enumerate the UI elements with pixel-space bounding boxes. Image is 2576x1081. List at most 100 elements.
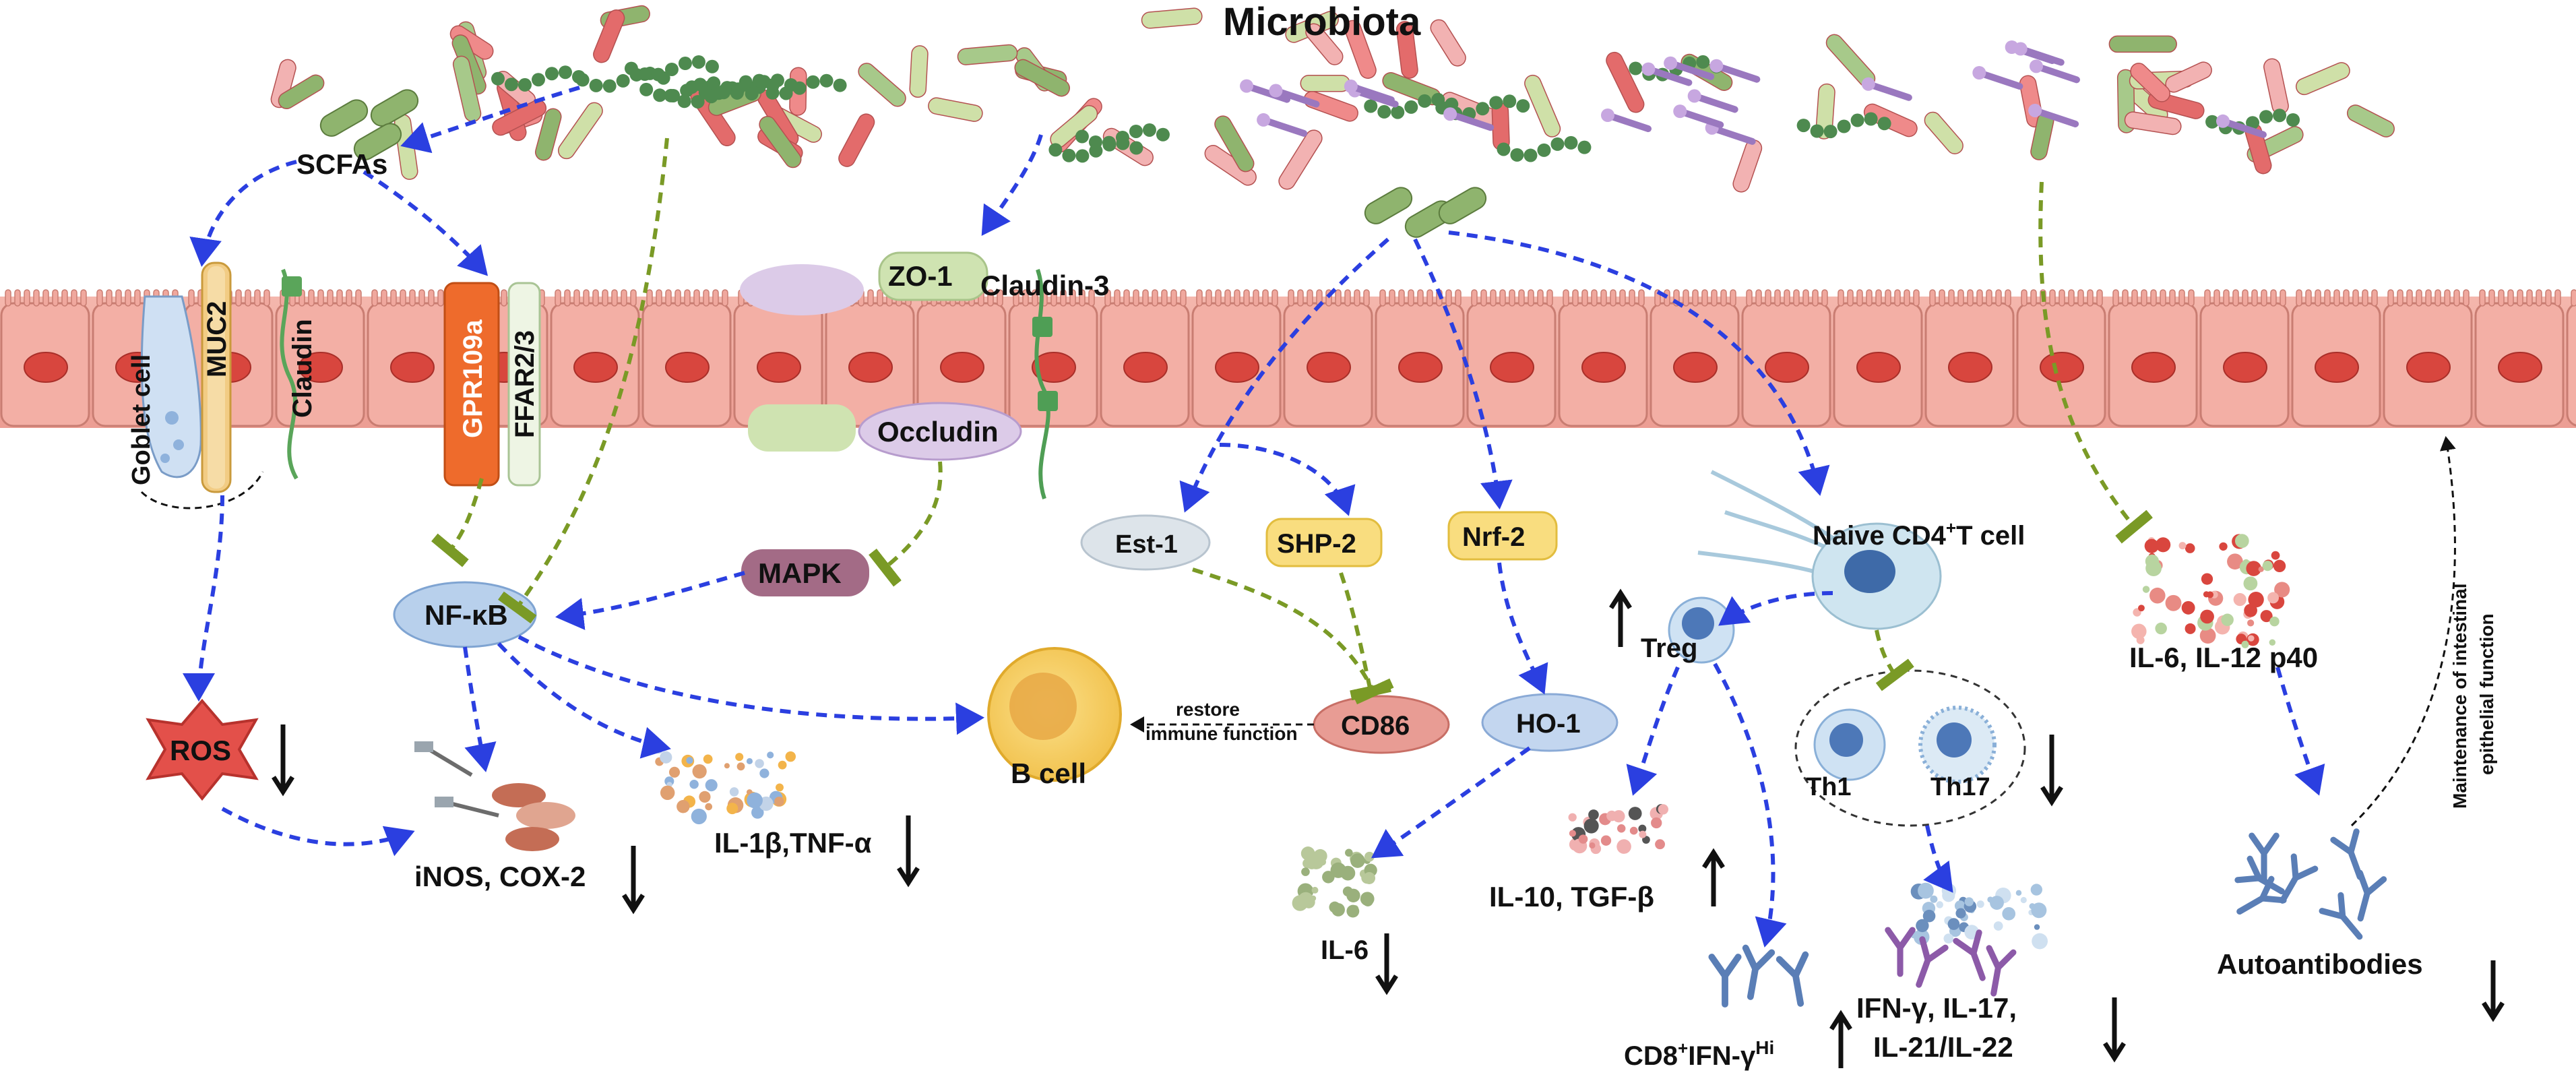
ifng-dot: [2029, 903, 2036, 910]
bacterium-rod: [2346, 104, 2395, 137]
microvillus: [2242, 289, 2249, 307]
microvillus: [1967, 289, 1974, 307]
cytokine-receptor: [1885, 927, 1916, 977]
cell-nucleus: [1765, 352, 1809, 383]
bacterium-head: [1972, 65, 1986, 80]
treg-label: Treg: [1641, 634, 1697, 663]
cytokine-receptor: [1953, 929, 1986, 981]
microvillus: [2021, 289, 2028, 307]
bacterium-purple: [1976, 69, 2023, 90]
il6-il12-dot: [2267, 592, 2280, 604]
microvillus: [1581, 289, 1588, 307]
gpr109a-label: GPR109a: [458, 319, 488, 438]
microvillus: [1079, 289, 1086, 307]
cytokine-receptor: [1916, 936, 1949, 988]
microvillus: [2343, 289, 2350, 307]
il1b-dot: [735, 753, 744, 762]
restore-label-1: restore: [1176, 699, 1240, 720]
il1b-dot: [736, 762, 745, 771]
muc2-label: MUC2: [202, 301, 232, 377]
zo1-node: [878, 251, 988, 301]
microvillus: [115, 289, 122, 307]
bacterium-purple: [1667, 59, 1715, 80]
microvillus: [2251, 289, 2258, 307]
microvillus: [1114, 289, 1121, 307]
microvillus: [80, 289, 87, 307]
bacterium-purple: [1347, 83, 1395, 104]
coccus: [1476, 102, 1490, 116]
bacterium-purple: [1272, 87, 1320, 108]
coccus: [589, 78, 603, 92]
naive-cd4-t-cell-icon: [1697, 470, 1942, 630]
coccus: [504, 78, 518, 92]
ifng-dot: [2020, 896, 2027, 904]
microvillus: [611, 289, 618, 307]
microvillus: [409, 289, 416, 307]
bacterium-rod: [759, 115, 802, 168]
coccus: [1796, 119, 1811, 133]
th-cells-group: [1794, 669, 2026, 827]
il6-il12-dot: [2246, 561, 2261, 576]
bacterium-purple: [1645, 65, 1693, 86]
il6-il12-dot: [2248, 591, 2264, 608]
microvillus: [1133, 289, 1139, 307]
microvillus: [1939, 289, 1945, 307]
il6-il12-dot: [2156, 537, 2171, 553]
microvillus: [2150, 289, 2157, 307]
bacterium-rod: [593, 9, 625, 63]
il6-il12-dot: [2269, 639, 2276, 646]
il6-dot: [1330, 862, 1346, 878]
microvillus: [1307, 289, 1313, 307]
microvillus: [602, 289, 608, 307]
il1b-dot: [729, 787, 739, 797]
il6-dot: [1319, 858, 1327, 866]
bacterium-purple: [1691, 92, 1738, 113]
microvillus: [1948, 289, 1955, 307]
il6-il12-dot: [2234, 534, 2249, 548]
il10-dot: [1578, 834, 1588, 844]
il1b-tnfa-label: IL-1β,TNF-α: [714, 827, 872, 859]
bacterium-rod: [270, 59, 296, 109]
ifng-il17-label-2: IL-21/IL-22: [1873, 1031, 2013, 1063]
microvillus: [1591, 289, 1598, 307]
microvillus: [1490, 289, 1497, 307]
microvillus: [1812, 289, 1819, 307]
coccus: [745, 87, 759, 101]
ifng-dot: [1930, 895, 1938, 903]
microvillus: [1417, 289, 1424, 307]
bacterium-purple: [2017, 45, 2065, 66]
bacterium-rod: [2124, 111, 2182, 135]
coccus: [1075, 149, 1090, 163]
microvillus: [1986, 289, 1992, 307]
bacterium-rod: [1278, 129, 1323, 190]
microvillus: [235, 289, 242, 307]
il6-il12-dot: [2233, 593, 2247, 607]
il6-il12-dot: [2248, 635, 2255, 642]
cell-nucleus: [390, 352, 435, 383]
autoantibody: [2279, 853, 2319, 904]
coccus: [1048, 143, 1063, 157]
bacterium-rod: [2165, 61, 2212, 93]
microvillus: [1894, 289, 1901, 307]
microvillus: [1546, 289, 1553, 307]
bacterium-rod: [928, 97, 983, 122]
cell-nucleus: [2406, 352, 2451, 383]
il6-il12-dot: [2258, 566, 2264, 572]
bacterium-purple: [2032, 106, 2079, 127]
bacterium-head: [2029, 59, 2043, 73]
microvillus: [437, 289, 444, 307]
microvillus: [1976, 289, 1983, 307]
scfa-bacterium: [319, 99, 369, 137]
il6-il12-dot: [2244, 603, 2257, 617]
microvillus: [418, 289, 425, 307]
b-cell-icon: [987, 647, 1122, 782]
bacterium-head: [1673, 104, 1687, 119]
coccus: [1129, 124, 1143, 138]
il10-up-arrow-head: [1702, 848, 1725, 869]
bacterium-rod: [1300, 74, 1350, 92]
arrows: [183, 86, 2456, 948]
microvillus: [2333, 289, 2340, 307]
coccus: [752, 73, 766, 88]
coccus: [1075, 129, 1089, 144]
bacterium-head: [1600, 108, 1614, 122]
